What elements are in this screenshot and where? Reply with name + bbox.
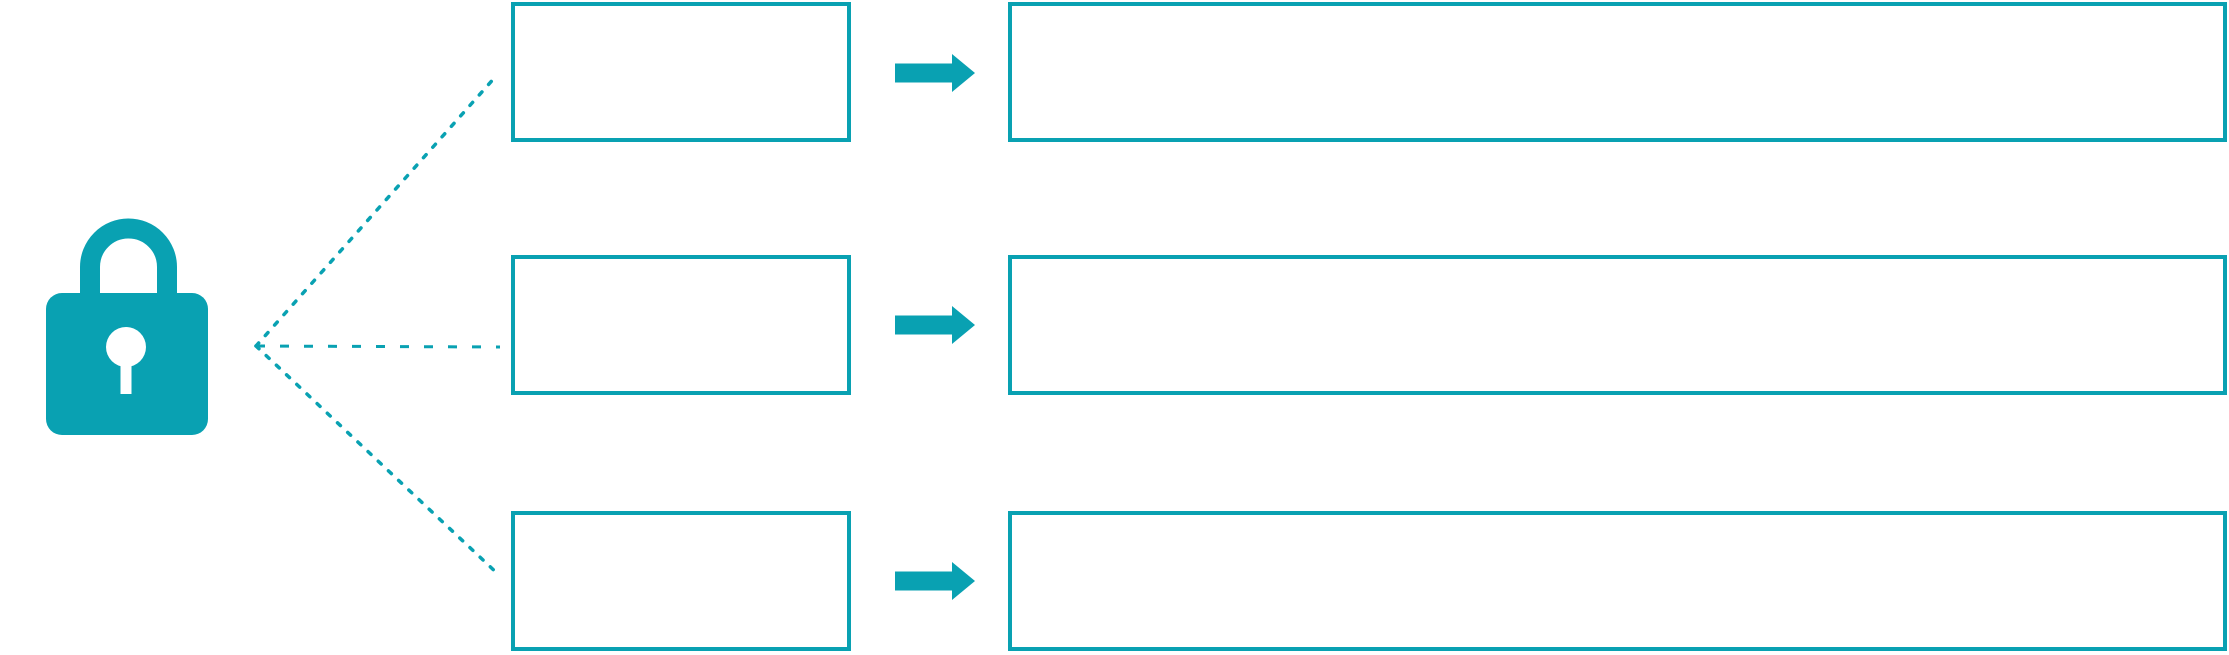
keyhole-icon bbox=[106, 327, 146, 367]
padlock-shackle bbox=[80, 218, 177, 312]
right-arrow-icon bbox=[895, 54, 975, 92]
target-box bbox=[1008, 255, 2227, 395]
source-box bbox=[511, 255, 851, 395]
target-box bbox=[1008, 511, 2227, 651]
target-box bbox=[1008, 2, 2227, 142]
connector-line-bottom bbox=[254, 344, 502, 578]
source-box bbox=[511, 511, 851, 651]
connector-line-top bbox=[254, 73, 499, 348]
right-arrow-icon bbox=[895, 306, 975, 344]
source-box bbox=[511, 2, 851, 142]
right-arrow-icon bbox=[895, 562, 975, 600]
padlock-icon bbox=[46, 218, 208, 435]
keyhole-stem bbox=[120, 360, 132, 394]
connector-line-middle bbox=[255, 344, 501, 349]
